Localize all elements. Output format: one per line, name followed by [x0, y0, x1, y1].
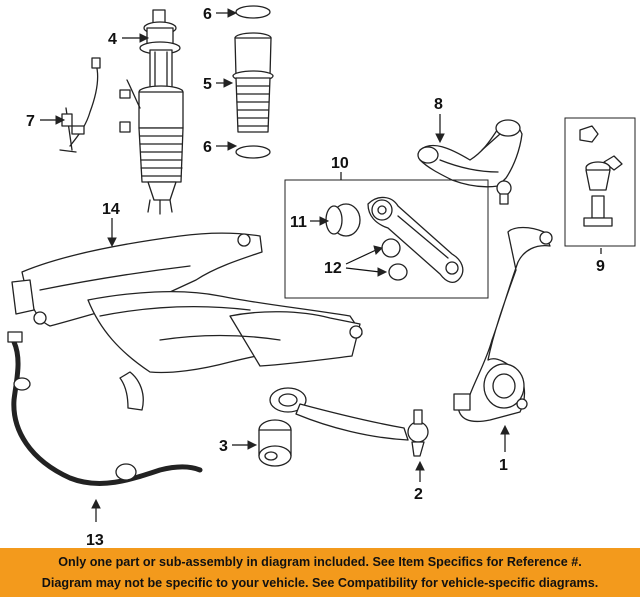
bushing-small	[381, 238, 408, 281]
disclaimer-line-1: Only one part or sub-assembly in diagram…	[58, 554, 582, 569]
callout-6-upper: 6	[203, 6, 212, 23]
lower-rear-control-arm	[367, 196, 464, 284]
lower-arm-kit-box	[284, 179, 489, 299]
bushing-large	[325, 203, 361, 237]
clamp-ring-upper	[235, 5, 271, 19]
callout-9: 9	[596, 258, 605, 275]
dust-boot	[232, 32, 274, 133]
steering-knuckle	[453, 226, 553, 423]
callout-5: 5	[203, 76, 212, 93]
callout-13: 13	[86, 532, 104, 548]
callout-12: 12	[324, 260, 342, 277]
ball-joint-kit-box	[564, 117, 636, 247]
callout-3: 3	[219, 438, 228, 455]
callout-7: 7	[26, 113, 35, 130]
callout-14: 14	[102, 201, 120, 218]
ball-joint-kit	[579, 125, 623, 227]
callout-2: 2	[414, 486, 423, 503]
lower-arm-bushing	[258, 419, 292, 467]
disclaimer-line-2: Diagram may not be specific to your vehi…	[41, 575, 599, 590]
callout-10: 10	[331, 155, 349, 172]
callout-4: 4	[108, 31, 117, 48]
stabilizer-bar	[7, 331, 203, 486]
air-strut-assembly	[119, 9, 184, 215]
sensor-wire-harness	[59, 57, 101, 153]
disclaimer-banner: Only one part or sub-assembly in diagram…	[0, 548, 640, 597]
upper-control-arm	[417, 119, 523, 205]
callout-1: 1	[499, 457, 508, 474]
callout-6-lower: 6	[203, 139, 212, 156]
callout-11: 11	[290, 214, 307, 231]
front-subframe	[11, 232, 363, 411]
callout-8: 8	[434, 96, 443, 113]
lower-front-control-arm	[269, 387, 429, 457]
clamp-ring-lower	[235, 145, 271, 159]
suspension-exploded-view: 4 7 6 6 5 8	[7, 5, 636, 548]
